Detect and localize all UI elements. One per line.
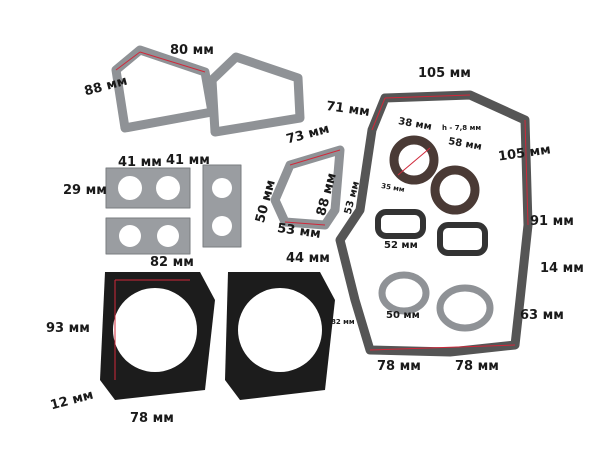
dimension-label: 78 мм xyxy=(455,359,499,374)
dimension-label: 105 мм xyxy=(418,66,471,81)
dimension-label: 29 мм xyxy=(63,183,107,198)
dimension-label: 44 мм xyxy=(286,251,330,266)
gasket-holes xyxy=(118,176,232,247)
oil-seal-1 xyxy=(389,135,439,185)
dimension-label: 14 мм xyxy=(540,261,584,276)
dimension-label: 80 мм xyxy=(170,43,214,58)
dimension-label: 50 мм xyxy=(386,310,420,321)
crankcase-gasket xyxy=(335,90,533,357)
small-gasket-4 xyxy=(436,284,494,332)
dimension-label: 63 мм xyxy=(520,308,564,323)
dimension-label: 82 мм xyxy=(331,318,355,326)
dimension-lines xyxy=(114,51,529,380)
dimension-label: 91 мм xyxy=(530,214,574,229)
valve-cover-gasket-right xyxy=(207,52,305,137)
dimension-label: 41 мм xyxy=(118,155,162,170)
dimension-label: 78 мм xyxy=(377,359,421,374)
oil-seal-2 xyxy=(430,165,480,215)
dimension-label: 93 мм xyxy=(46,321,90,336)
small-gasket-2 xyxy=(437,222,488,256)
small-gasket-3 xyxy=(378,271,430,315)
dimension-label: 52 мм xyxy=(384,240,418,251)
valve-cover-gasket-left xyxy=(111,45,217,133)
dimension-label: 78 мм xyxy=(130,411,174,426)
small-gasket-1 xyxy=(375,209,426,239)
dimension-label: 41 мм xyxy=(166,153,210,168)
dimension-label: h - 7,8 мм xyxy=(442,124,482,132)
dimension-label: 82 мм xyxy=(150,255,194,270)
